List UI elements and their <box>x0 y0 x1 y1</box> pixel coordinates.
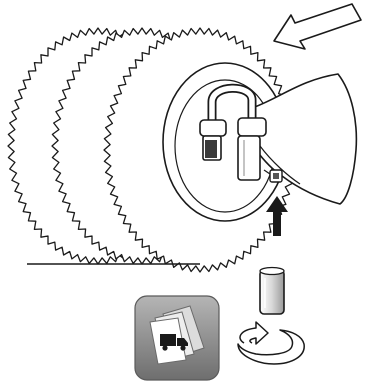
vehicle-manual-icon[interactable] <box>134 295 220 381</box>
twin-valve-assembly <box>199 83 283 183</box>
truck-icon <box>160 334 188 351</box>
valve-cap <box>259 266 285 315</box>
forward-direction-arrow-icon <box>273 3 362 50</box>
rotate-cap-icon <box>237 321 305 365</box>
insert-up-arrow-icon <box>266 196 288 236</box>
